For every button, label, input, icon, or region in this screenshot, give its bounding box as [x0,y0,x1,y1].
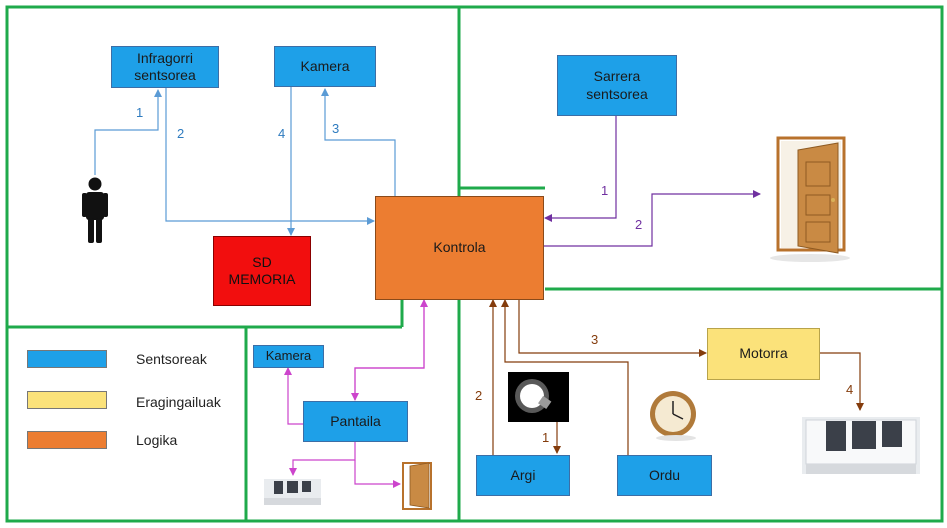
outer-frame [5,5,944,523]
step-number: 4 [278,126,286,141]
legend-swatch-sensors [27,350,107,368]
camera-box: Kamera [274,46,376,87]
light-box: Argi [476,455,570,496]
step-number: 4 [846,382,854,397]
ir-sensor-box: Infragorri sentsorea [111,46,219,88]
clock-box: Ordu [617,455,712,496]
wire-control-to-display [351,300,425,401]
legend-swatch-actuators [27,391,107,409]
wire-ir-to-control [165,87,375,225]
step-number: 1 [136,105,144,120]
small-window-blinds-icon [264,479,321,505]
wire-motor-to-window [820,352,864,411]
motor-box: Motorra [707,328,820,380]
wire-display-to-window [289,442,356,476]
window-blinds-icon [802,417,920,474]
door-icon [770,136,850,262]
control-box: Kontrola [375,196,544,300]
pink-wires [284,299,428,488]
frame-regions [5,5,944,523]
wire-control-to-motor [518,300,707,357]
entry-sensor-box: Sarrera sentsorea [557,55,677,116]
person-icon [82,177,108,243]
wire-display-to-control [354,299,428,400]
blue-wires [94,87,396,236]
sd-memory-box: SD MEMORIA [213,236,311,306]
display-box: Pantaila [303,401,408,442]
purple-wires [544,116,761,247]
step-number: 3 [332,121,340,136]
small-camera-box: Kamera [253,345,324,368]
step-number: 2 [635,217,643,232]
wire-control-to-door [544,190,761,247]
brown-wires [489,299,864,455]
lightbulb-icon [508,372,569,422]
wire-display-to-camera [284,367,303,425]
wire-person-to-ir [94,89,162,175]
step-number: 1 [601,183,609,198]
legend-label-sensors: Sentsoreak [136,351,207,367]
legend-swatch-logic [27,431,107,449]
step-number: 3 [591,332,599,347]
wire-entry-to-control [544,116,617,222]
step-number: 1 [542,430,550,445]
step-number: 2 [177,126,185,141]
small-door-icon [402,462,432,510]
step-number: 2 [475,388,483,403]
legend-label-logic: Logika [136,432,178,448]
legend-label-actuators: Eragingailuak [136,394,221,410]
wire-control-to-camera [321,88,396,196]
wall-clock-icon [650,391,696,441]
wire-display-to-door [354,460,401,488]
wire-clock-to-control [501,299,629,455]
